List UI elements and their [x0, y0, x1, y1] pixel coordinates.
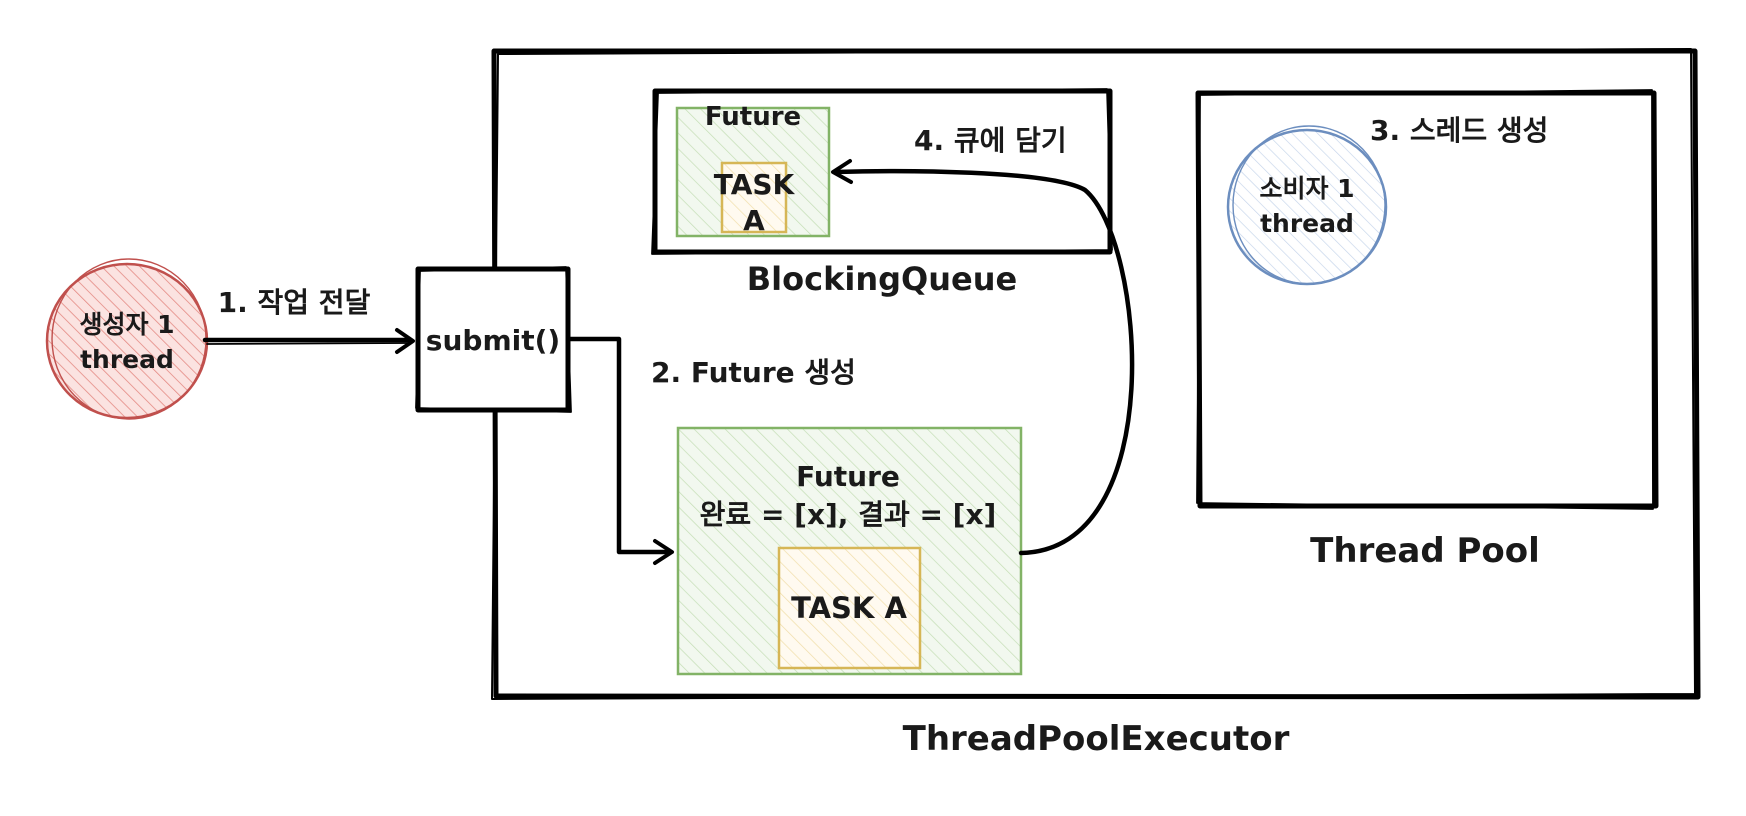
blocking-queue-box [651, 88, 1113, 255]
queued-task-line2: A [743, 204, 765, 237]
thread-pool-title: Thread Pool [1310, 531, 1540, 571]
blocking-queue-title: BlockingQueue [747, 260, 1017, 298]
executor-title: ThreadPoolExecutor [903, 719, 1290, 759]
producer-thread-circle [45, 258, 209, 420]
step3-label: 3. 스레드 생성 [1370, 114, 1548, 147]
arrow-step4 [831, 159, 1135, 556]
producer-line1: 생성자 1 [79, 310, 174, 339]
future-main-task-label: TASK A [791, 591, 907, 625]
executor-frame [491, 48, 1701, 700]
submit-label: submit() [426, 324, 560, 357]
consumer-line1: 소비자 1 [1259, 174, 1354, 203]
consumer-line2: thread [1260, 209, 1354, 238]
step1-label: 1. 작업 전달 [218, 286, 371, 319]
arrow-step1 [202, 328, 415, 354]
future-main-title: Future [796, 460, 900, 493]
submit-box [415, 266, 572, 413]
queued-task-box [720, 161, 788, 234]
producer-line2: thread [80, 345, 174, 374]
consumer-thread-circle [1226, 125, 1388, 286]
queued-future-label: Future [705, 102, 801, 132]
queued-task-line1: TASK [714, 168, 796, 201]
future-main-status: 완료 = [x], 결과 = [x] [700, 498, 997, 531]
future-main-task-box [777, 546, 922, 670]
arrow-step2 [567, 336, 674, 565]
step4-label: 4. 큐에 담기 [914, 124, 1067, 157]
thread-pool-box [1195, 89, 1659, 510]
step2-label: 2. Future 생성 [651, 356, 856, 389]
